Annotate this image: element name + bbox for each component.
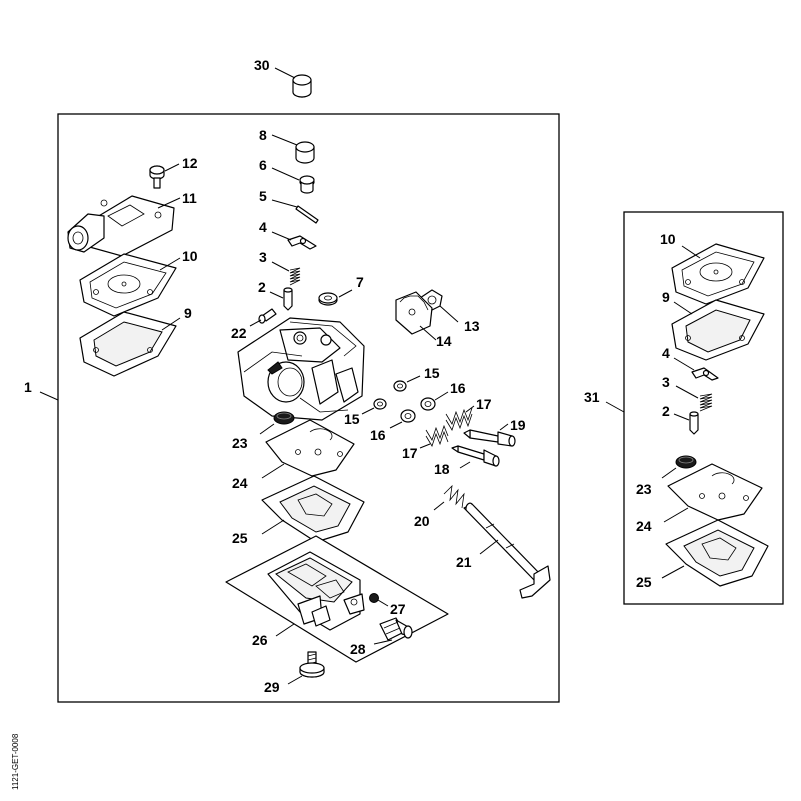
callout-28: 28 [350,641,366,657]
kit-part-23-strainer [675,455,697,469]
part-17-spring-lower [425,424,449,447]
part-28-screw [379,617,413,641]
part-2-needle [283,287,293,311]
kit-frame [623,211,784,605]
callout-26: 26 [252,632,268,648]
kit-part-4-lever [691,367,719,381]
callout-24: 24 [232,475,248,491]
callout-11: 11 [182,190,197,206]
document-code: 1121-GET-0008 [11,733,20,790]
part-9-gasket [79,311,177,377]
callout-3: 3 [259,249,267,265]
kit-callout-23: 23 [636,481,652,497]
callout-15-upper: 15 [424,365,440,381]
part-20-spring [443,484,465,509]
kit-callout-24: 24 [636,518,652,534]
main-assembly-frame [57,113,560,703]
part-21-throttle-shaft [463,502,551,599]
kit-part-10-diaphragm [671,243,765,305]
kit-callout-3: 3 [662,374,670,390]
part-7-washer [318,292,338,306]
kit-callout-25: 25 [636,574,652,590]
part-23-strainer [273,411,295,425]
callout-15-lower: 15 [344,411,360,427]
part-6-screw [299,175,315,194]
callout-5: 5 [259,188,267,204]
part-8-plug [295,141,315,164]
part-16-ring-upper [420,397,436,411]
callout-17-upper: 17 [476,396,492,412]
callout-8: 8 [259,127,267,143]
kit-callout-2: 2 [662,403,670,419]
callout-16-lower: 16 [370,427,386,443]
callout-22: 22 [231,325,247,341]
part-4-lever [287,235,317,250]
part-5-pin [295,205,319,224]
callout-25: 25 [232,530,248,546]
callout-7: 7 [356,274,364,290]
kit-callout-4: 4 [662,345,670,361]
kit-part-9-gasket [671,299,765,361]
callout-18: 18 [434,461,450,477]
kit-part-24-gasket [667,463,763,521]
callout-12: 12 [182,155,198,171]
part-25-diaphragm [261,475,365,543]
callout-9: 9 [184,305,192,321]
part-18-adjusting-screw [451,445,500,467]
callout-13: 13 [464,318,480,334]
kit-part-2-needle [689,411,699,435]
part-17-spring-upper [445,407,473,431]
part-15-washer-upper [393,380,407,392]
part-15-washer-lower [373,398,387,410]
callout-30: 30 [254,57,270,73]
callout-1: 1 [24,379,32,395]
callout-20: 20 [414,513,430,529]
kit-callout-10: 10 [660,231,676,247]
part-19-adjusting-screw [463,429,516,447]
callout-21: 21 [456,554,472,570]
callout-23: 23 [232,435,248,451]
part-11-pump-cover [67,195,175,257]
callout-16-upper: 16 [450,380,466,396]
callout-6: 6 [259,157,267,173]
callout-29: 29 [264,679,280,695]
callout-17-lower: 17 [402,445,418,461]
part-22-screw [258,308,277,324]
callout-4: 4 [259,219,267,235]
callout-19: 19 [510,417,526,433]
kit-part-3-spring [699,393,713,412]
part-10-pump-diaphragm [79,253,177,317]
part-24-gasket [265,419,355,477]
callout-2: 2 [258,279,266,295]
part-14-disc [395,291,433,335]
callout-27: 27 [390,601,406,617]
callout-10: 10 [182,248,198,264]
part-30-plug [292,74,312,98]
part-27-ball [369,593,379,603]
part-16-ring-lower [400,409,416,423]
callout-14: 14 [436,333,452,349]
part-12-screw [149,165,165,189]
part-29-screw [299,651,325,678]
part-3-spring [289,267,301,286]
callout-31: 31 [584,389,600,405]
kit-part-25-diaphragm [665,519,769,587]
carburetor-body [237,317,365,421]
kit-callout-9: 9 [662,289,670,305]
